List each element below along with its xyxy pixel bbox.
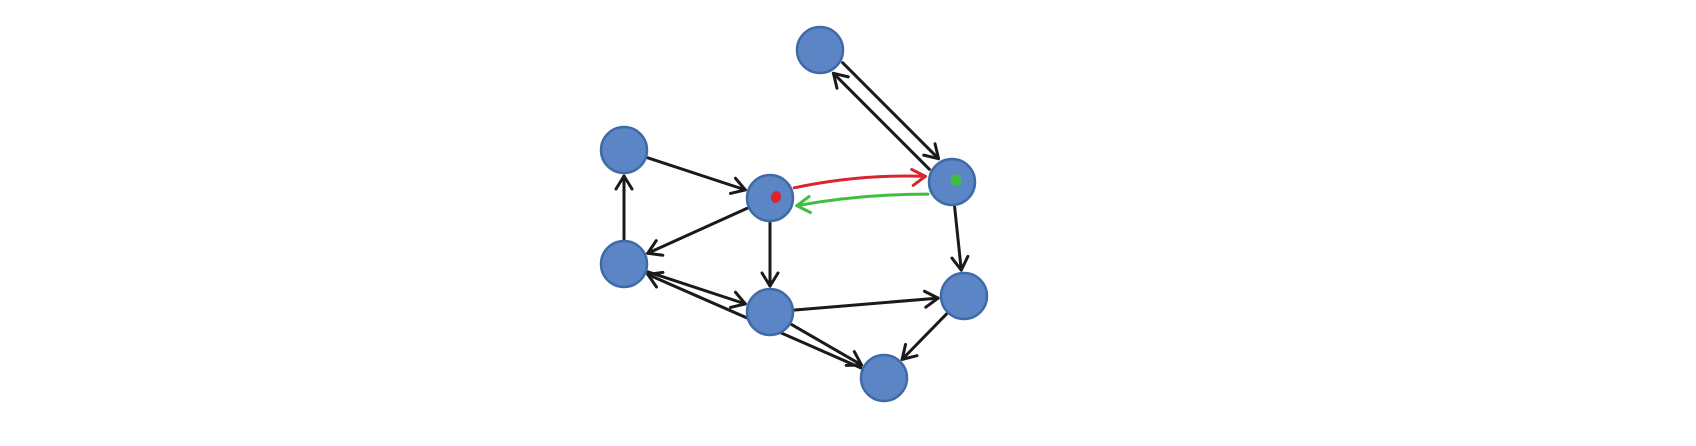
node-circle[interactable] xyxy=(599,125,649,175)
node-f[interactable] xyxy=(745,287,795,337)
node-circle[interactable] xyxy=(795,25,845,75)
arrowhead-icon xyxy=(831,71,850,90)
arrowhead-icon xyxy=(728,290,747,309)
arrowhead-icon xyxy=(760,271,780,288)
edge-c-to-f xyxy=(646,270,747,309)
edge-line xyxy=(831,71,931,171)
edge-d-to-f xyxy=(760,221,780,288)
marks-layer xyxy=(770,174,962,203)
arrowhead-icon xyxy=(614,174,634,191)
arrowhead-icon xyxy=(922,289,940,309)
node-circle[interactable] xyxy=(599,239,649,289)
node-d[interactable] xyxy=(745,173,795,223)
arrowhead-icon xyxy=(646,270,665,289)
arrowhead-icon xyxy=(646,239,665,257)
edge-a-to-e xyxy=(841,61,941,161)
edge-e-to-a xyxy=(831,71,931,171)
edge-d-to-c xyxy=(646,206,749,257)
edge-f-to-g xyxy=(793,289,940,312)
node-e-mark xyxy=(950,174,962,186)
node-c[interactable] xyxy=(599,239,649,289)
node-circle[interactable] xyxy=(745,173,795,223)
edge-line xyxy=(792,174,927,190)
edge-line xyxy=(646,156,747,192)
arrowhead-icon xyxy=(950,254,970,272)
edge-line xyxy=(646,206,749,255)
arrowhead-icon xyxy=(728,176,747,195)
arrowhead-icon xyxy=(795,195,812,215)
node-h[interactable] xyxy=(859,353,909,403)
node-circle[interactable] xyxy=(859,353,909,403)
edge-g-to-h xyxy=(900,312,949,361)
edge-line xyxy=(841,61,941,161)
arrowhead-icon xyxy=(900,342,919,361)
node-g[interactable] xyxy=(939,271,989,321)
node-b[interactable] xyxy=(599,125,649,175)
edge-line xyxy=(953,205,963,272)
arrowhead-icon xyxy=(922,142,941,161)
edge-c-to-b xyxy=(614,174,634,241)
edges-layer xyxy=(614,61,970,370)
edge-e-to-d xyxy=(795,192,930,215)
arrowhead-icon xyxy=(910,167,927,187)
edge-f-to-h xyxy=(790,323,863,367)
edge-d-to-e xyxy=(792,167,927,190)
node-circle[interactable] xyxy=(939,271,989,321)
edge-line xyxy=(793,296,940,312)
edge-line xyxy=(795,192,930,208)
edge-line xyxy=(790,323,863,367)
node-a[interactable] xyxy=(795,25,845,75)
nodes-layer xyxy=(599,25,989,403)
edge-line xyxy=(900,312,949,361)
node-d-mark xyxy=(770,191,782,203)
edge-line xyxy=(646,270,747,306)
edge-b-to-d xyxy=(646,156,747,195)
node-circle[interactable] xyxy=(745,287,795,337)
edge-e-to-g xyxy=(950,205,970,272)
